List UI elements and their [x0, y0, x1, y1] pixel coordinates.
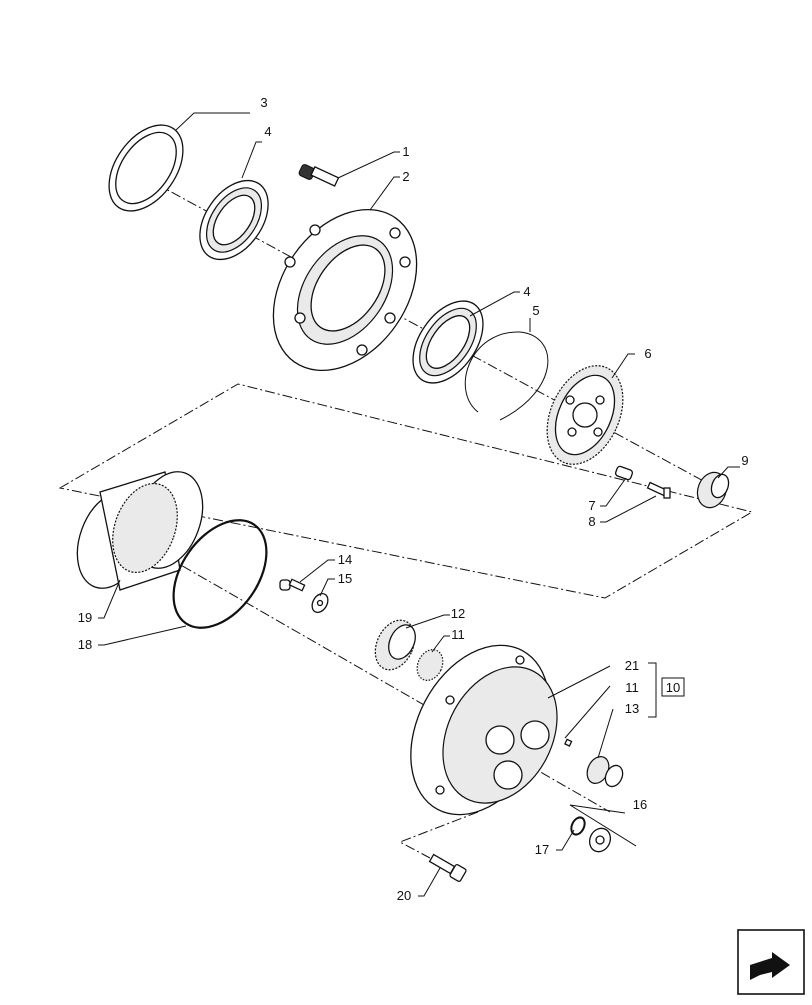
callout-7: 7 — [588, 498, 595, 513]
part-15-washer — [311, 593, 329, 613]
callout-4-lower: 4 — [523, 284, 530, 299]
next-page-arrow-icon[interactable] — [737, 929, 805, 995]
callout-10: 10 — [666, 680, 680, 695]
part-9-plug — [696, 471, 730, 509]
part-6-gear — [546, 365, 624, 465]
callout-9: 9 — [741, 453, 748, 468]
callout-3: 3 — [260, 95, 267, 110]
callout-16: 16 — [633, 797, 647, 812]
callout-5: 5 — [532, 303, 539, 318]
callout-13: 13 — [625, 701, 639, 716]
part-19-ring-gear — [76, 471, 204, 591]
lower-guide — [398, 811, 479, 859]
callout-8: 8 — [588, 514, 595, 529]
part-1-stud — [298, 164, 340, 187]
part-18-o-ring — [172, 519, 268, 629]
leader-lines — [98, 112, 740, 897]
callout-1: 1 — [402, 144, 409, 159]
part-17-circlip — [570, 816, 586, 836]
part-14-bolt — [279, 578, 306, 592]
callout-4-upper: 4 — [264, 124, 271, 139]
callout-20: 20 — [397, 888, 411, 903]
part-12-planet-gear — [374, 619, 416, 671]
callout-14: 14 — [338, 552, 352, 567]
part-16-plug — [588, 827, 612, 853]
part-4-bearing-upper — [199, 179, 269, 261]
part-8-screw — [646, 481, 671, 499]
part-7-pin — [614, 465, 634, 481]
part-3-seal — [108, 124, 184, 212]
callout-15: 15 — [338, 571, 352, 586]
part-2-hub — [272, 208, 418, 372]
callout-11-carrier: 11 — [625, 680, 639, 695]
callout-21: 21 — [625, 658, 639, 673]
callout-12: 12 — [451, 606, 465, 621]
part-4-bearing-lower — [412, 300, 484, 384]
part-21-planet-carrier — [410, 644, 558, 816]
part-5-snap-ring — [464, 331, 549, 421]
callout-11-gear: 11 — [451, 627, 465, 642]
callout-17: 17 — [535, 842, 549, 857]
part-20-bolt — [428, 853, 467, 882]
callout-18: 18 — [78, 637, 92, 652]
callout-6: 6 — [644, 346, 651, 361]
callout-19: 19 — [78, 610, 92, 625]
callout-10-box — [661, 677, 685, 697]
part-13-plug — [564, 738, 624, 788]
part-11-needle-bearing — [416, 649, 444, 681]
callout-2: 2 — [402, 169, 409, 184]
